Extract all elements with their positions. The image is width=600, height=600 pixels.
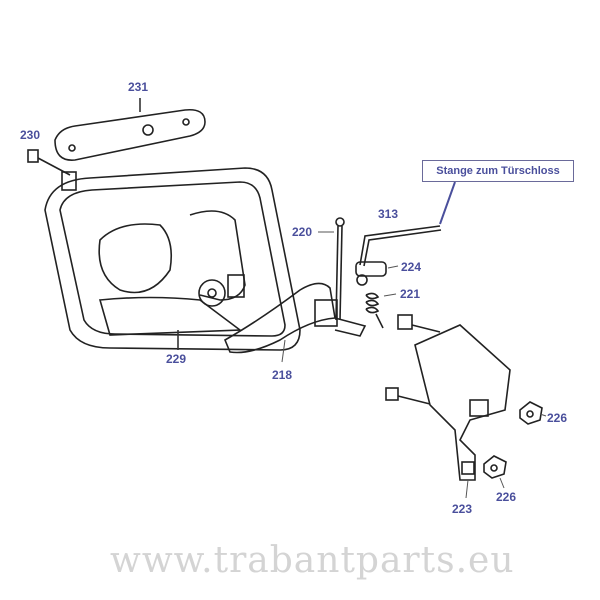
- clip-224: [355, 261, 387, 286]
- nut-226: [519, 401, 543, 425]
- bracket-223: [385, 314, 511, 481]
- rod-313: [359, 225, 442, 267]
- nut-226: [483, 455, 507, 479]
- part-label-226: 226: [547, 411, 568, 425]
- part-label-221: 221: [400, 287, 421, 301]
- screw-230: [27, 149, 77, 191]
- part-label-313: 313: [378, 207, 399, 221]
- part-label-220: 220: [292, 225, 313, 239]
- part-label-218: 218: [272, 368, 293, 382]
- part-label-231: 231: [128, 80, 149, 94]
- leader-lines: [281, 231, 547, 499]
- lever-218: [223, 282, 367, 354]
- handle-housing-229: [44, 167, 301, 351]
- part-label-224: 224: [401, 260, 422, 274]
- cover-plate-231: [54, 108, 206, 161]
- part-label-229: 229: [166, 352, 187, 366]
- watermark: www.trabantparts.eu: [110, 540, 515, 581]
- callout-rod-to-door-lock: Stange zum Türschloss: [422, 160, 574, 182]
- part-label-223: 223: [452, 502, 473, 516]
- part-label-226: 226: [496, 490, 517, 504]
- part-label-230: 230: [20, 128, 41, 142]
- spring-221: [365, 292, 384, 329]
